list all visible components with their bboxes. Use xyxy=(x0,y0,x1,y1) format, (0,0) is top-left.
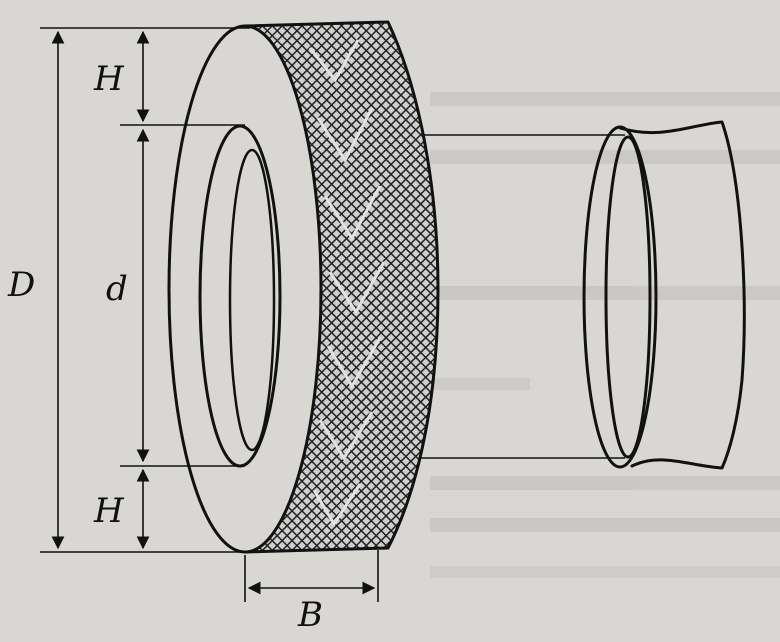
background-page-texture xyxy=(380,92,780,578)
tread-chevron-7 xyxy=(312,483,362,527)
tread-chevron-5 xyxy=(326,337,382,389)
axle-lines xyxy=(410,134,625,459)
dimension-outer-diameter xyxy=(40,27,250,553)
label-rim-diameter: d xyxy=(106,269,128,309)
tire-sidewall xyxy=(167,24,323,554)
label-height-top: H xyxy=(93,59,125,99)
tread-chevron-6 xyxy=(318,411,374,461)
tread-chevron-1 xyxy=(308,39,360,83)
tread-chevron-3 xyxy=(323,185,382,241)
dimension-tread-width xyxy=(244,550,379,602)
tread-chevron-4 xyxy=(328,261,386,315)
wheel-rim xyxy=(582,120,746,470)
label-height-bottom: H xyxy=(93,491,125,531)
tread-chevron-2 xyxy=(316,107,374,163)
dimension-rim-diameter xyxy=(120,124,245,467)
label-outer-diameter: D xyxy=(7,265,35,305)
label-tread-width: B xyxy=(297,595,323,635)
